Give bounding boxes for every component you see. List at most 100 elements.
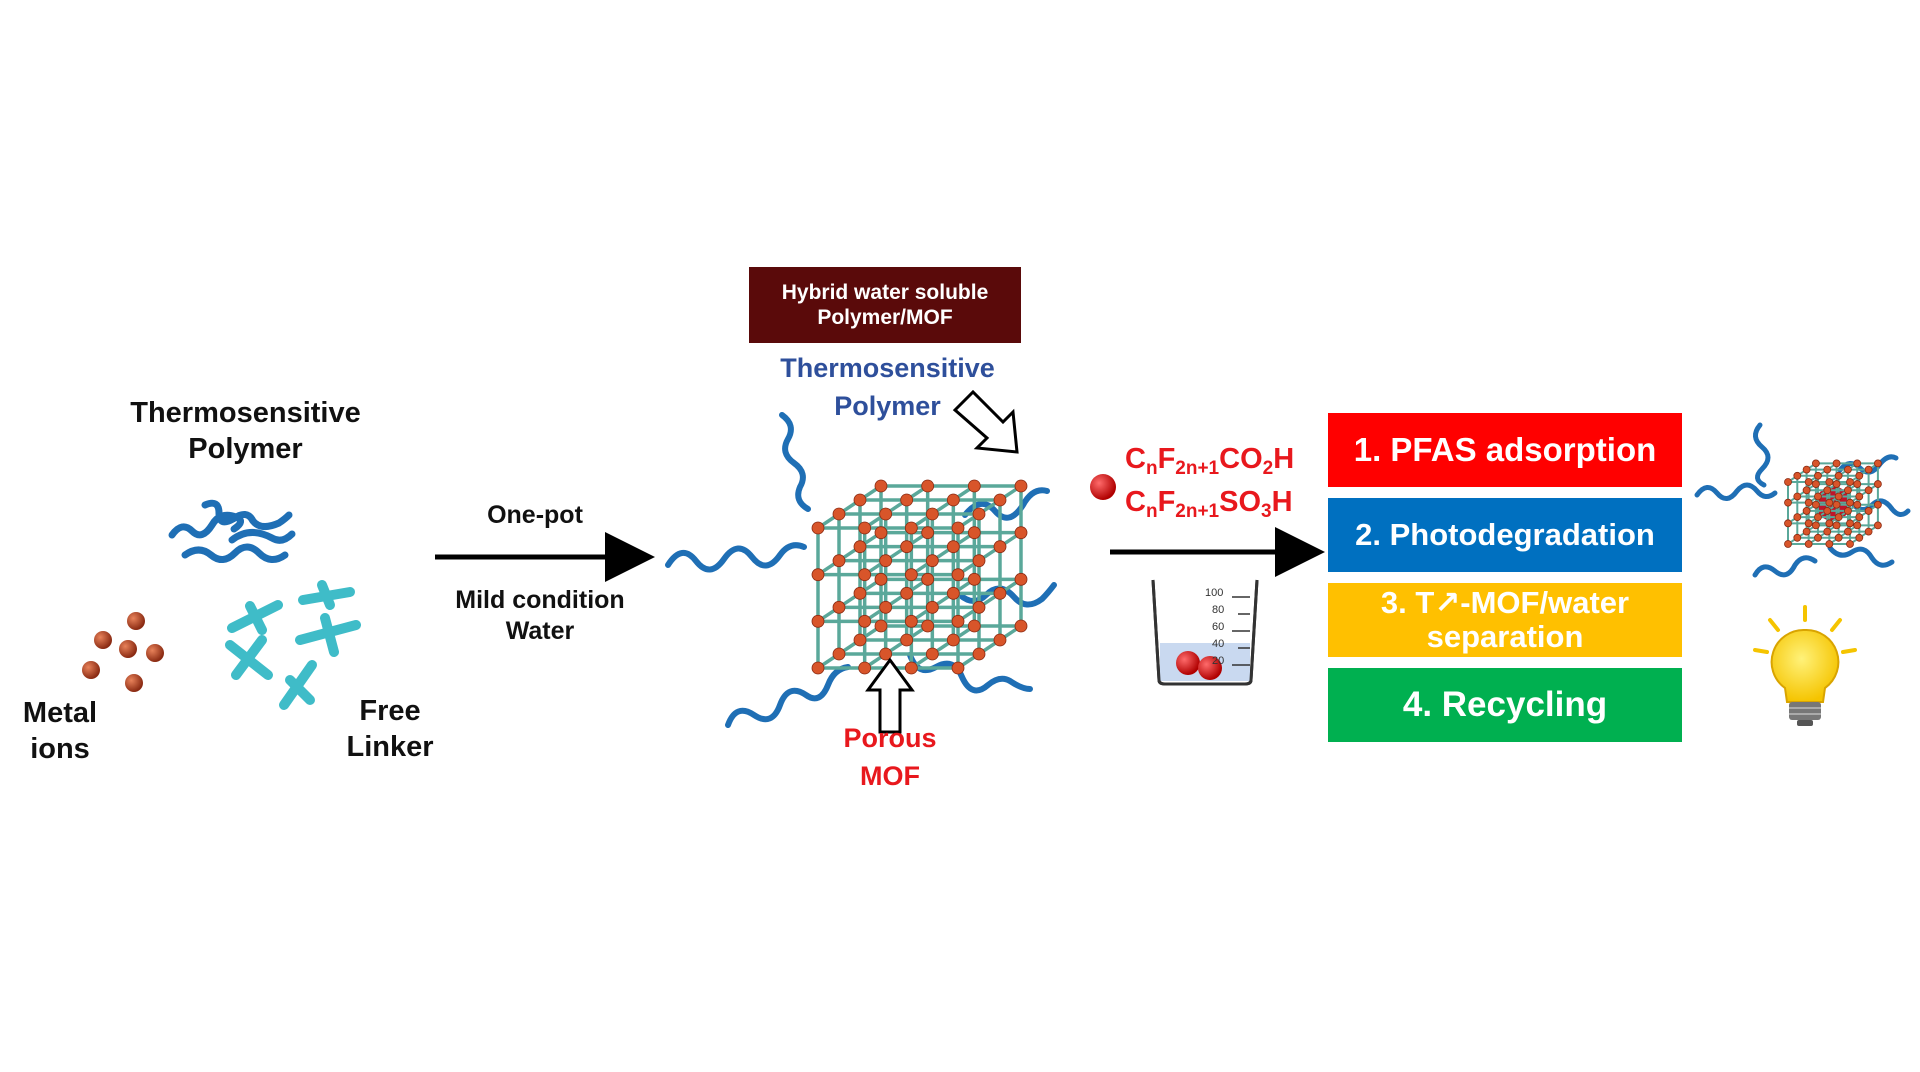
mof-cube — [811, 479, 1028, 675]
mof-node — [1014, 572, 1028, 586]
mof-cube-small — [1784, 459, 1882, 548]
mof-node — [1864, 507, 1873, 515]
mof-node — [1853, 521, 1862, 530]
f2-c: C — [1125, 486, 1146, 518]
mof-node — [1874, 500, 1882, 509]
step-3-label-line1: 3. T↗-MOF/water — [1380, 584, 1630, 620]
beaker-tick-100: 100 — [1205, 587, 1224, 599]
mof-node — [1793, 513, 1802, 522]
mof-node — [1825, 540, 1834, 548]
mof-node — [853, 633, 867, 647]
mof-node — [921, 619, 935, 633]
mof-node — [1834, 513, 1843, 522]
mof-node — [1802, 486, 1811, 495]
polymer-chains-left — [168, 499, 296, 563]
mof-node — [900, 540, 914, 554]
mof-node — [1814, 513, 1822, 522]
mof-node — [1874, 521, 1882, 530]
hybrid-polymer-mof-box: Hybrid water soluble Polymer/MOF — [749, 267, 1021, 343]
mof-node — [1844, 465, 1852, 474]
mof-node — [1844, 527, 1852, 536]
f1-rest: CO — [1219, 443, 1263, 475]
mof-node — [1812, 459, 1820, 468]
mof-node — [972, 647, 986, 661]
free-linker-label: Free Linker — [335, 693, 445, 766]
mof-node — [853, 493, 867, 507]
mof-node — [879, 600, 893, 614]
mof-node — [1853, 459, 1862, 468]
mof-node — [921, 526, 935, 540]
mof-node — [946, 540, 960, 554]
mof-node — [1823, 486, 1832, 495]
mof-node — [1853, 480, 1862, 488]
hybrid-box-line1: Hybrid water soluble — [781, 280, 989, 304]
mof-node — [1784, 478, 1792, 486]
mof-node — [1793, 471, 1802, 480]
mof-node — [993, 633, 1007, 647]
mof-node — [1825, 498, 1834, 507]
mof-node — [1802, 507, 1811, 515]
mof-node — [1864, 465, 1873, 474]
mof-node — [858, 568, 872, 582]
metal-ions-label-line1: Metal — [22, 697, 98, 729]
mof-node — [1814, 471, 1822, 480]
mof-node — [811, 521, 825, 535]
step-3-label-line2: separation — [1426, 619, 1584, 654]
mof-node — [1834, 533, 1843, 542]
step-separation: 3. T↗-MOF/water separation — [1328, 583, 1682, 657]
mof-node — [972, 600, 986, 614]
mof-node — [1823, 527, 1832, 536]
beaker-tick-20: 20 — [1212, 655, 1225, 667]
mof-node — [1864, 486, 1873, 495]
mof-node — [1804, 519, 1813, 528]
arrow-conditions-line1: Mild condition — [455, 586, 625, 614]
mof-node — [1853, 500, 1862, 509]
mof-node — [921, 572, 935, 586]
f2-sub: 2n+1 — [1175, 501, 1220, 522]
mof-node — [993, 493, 1007, 507]
mof-node — [1014, 479, 1028, 493]
mof-node — [972, 554, 986, 568]
mof-node — [832, 647, 846, 661]
mof-node — [1804, 478, 1813, 486]
left-polymer-label-line2: Polymer — [188, 433, 303, 466]
mof-node — [858, 521, 872, 535]
mof-node — [993, 586, 1007, 600]
mof-node — [1812, 521, 1820, 530]
f1-o2: 2 — [1262, 458, 1274, 479]
pfas-formula-sulfonic: CnF2n+1SO3H — [1125, 486, 1293, 523]
lightbulb-icon — [1753, 605, 1857, 726]
arrow-one-pot-label: One-pot — [487, 501, 583, 529]
free-linkers — [225, 580, 361, 710]
pfas-dot — [1090, 474, 1116, 500]
mof-node — [811, 614, 825, 628]
polymer-chains-right — [1694, 422, 1911, 578]
mof-node — [1793, 533, 1802, 542]
mof-node — [879, 554, 893, 568]
mof-node — [1825, 478, 1834, 486]
metal-ions-label: Metal ions — [10, 695, 110, 768]
mof-node — [1814, 492, 1822, 501]
mof-node — [874, 619, 888, 633]
hollow-arrow-polymer — [952, 389, 1019, 454]
mof-node — [1814, 533, 1822, 542]
mof-node — [853, 586, 867, 600]
mof-node — [1855, 533, 1864, 542]
mof-node — [832, 554, 846, 568]
mof-node — [1846, 519, 1854, 528]
mof-node — [853, 540, 867, 554]
mof-node — [811, 568, 825, 582]
f1-end: H — [1273, 443, 1295, 475]
mof-node — [874, 479, 888, 493]
center-polymer-label-line2: Polymer — [834, 390, 941, 421]
mof-node — [874, 526, 888, 540]
left-polymer-label-line1: Thermosensitive — [130, 397, 361, 429]
mof-node — [1855, 492, 1864, 501]
mof-node — [1846, 478, 1854, 486]
mof-node — [1802, 527, 1811, 536]
mof-node — [1812, 480, 1820, 488]
f1-c: C — [1125, 443, 1146, 475]
f2-rest: SO — [1219, 486, 1262, 518]
mof-node — [993, 540, 1007, 554]
mof-node — [921, 479, 935, 493]
